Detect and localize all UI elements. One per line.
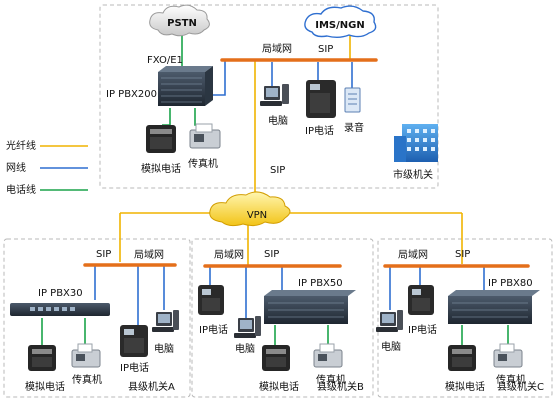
hq-ip-phone-label: IP电话 bbox=[305, 124, 334, 137]
site-a-pbx-label: IP PBX30 bbox=[38, 288, 83, 299]
site-a-fax-icon bbox=[71, 343, 101, 368]
site-b-fax-label: 传真机 bbox=[316, 373, 346, 386]
site-b-site-label: 县级机关B bbox=[317, 380, 364, 393]
site-b-pbx-label: IP PBX50 bbox=[298, 278, 343, 289]
hq-computer-icon bbox=[260, 84, 289, 106]
hq-lan-label: 局域网 bbox=[262, 42, 292, 55]
site-b-ip-phone-label: IP电话 bbox=[199, 323, 228, 336]
site-c-fax-label: 传真机 bbox=[496, 373, 526, 386]
hq-fax-label: 传真机 bbox=[188, 157, 218, 170]
site-b-analog-phone-icon bbox=[262, 345, 290, 371]
site-b-lan-label: 局域网 bbox=[214, 248, 244, 261]
site-c-pbx-label: IP PBX80 bbox=[488, 278, 533, 289]
site-b-computer-icon bbox=[234, 316, 261, 338]
site-c-computer-icon bbox=[376, 310, 403, 332]
ip-pbx80-device bbox=[448, 290, 540, 324]
site-c-fax-icon bbox=[493, 343, 523, 368]
site-b-fax-icon bbox=[313, 343, 343, 368]
hq-analog-phone-label: 模拟电话 bbox=[141, 162, 181, 175]
legend: 光纤线 网线 电话线 bbox=[6, 139, 88, 196]
hq-ip-phone-icon bbox=[306, 80, 336, 118]
site-a-ip-phone-label: IP电话 bbox=[120, 361, 149, 374]
site-a-sip-label: SIP bbox=[96, 249, 111, 260]
site-c-ip-phone-label: IP电话 bbox=[408, 323, 437, 336]
ims-ngn-label: IMS/NGN bbox=[315, 20, 364, 31]
city-office-building-icon bbox=[394, 124, 438, 162]
vpn-label: VPN bbox=[247, 210, 267, 221]
site-c-lan-label: 局域网 bbox=[398, 248, 428, 261]
site-a-computer-icon bbox=[152, 310, 179, 332]
site-a-region-box bbox=[3, 238, 191, 398]
legend-network-label: 网线 bbox=[6, 161, 26, 174]
site-c-sip-label: SIP bbox=[455, 249, 470, 260]
site-c-analog-phone-label: 模拟电话 bbox=[445, 380, 485, 393]
hq-analog-phone-icon bbox=[146, 125, 176, 153]
site-c-analog-phone-icon bbox=[448, 345, 476, 371]
ip-pbx50-device bbox=[264, 290, 356, 324]
site-a-analog-phone-icon bbox=[28, 345, 56, 371]
site-b-region-box bbox=[191, 238, 374, 398]
legend-phone-label: 电话线 bbox=[6, 183, 36, 196]
ip-pbx200-device bbox=[158, 66, 213, 106]
ip-pbx30-device bbox=[10, 303, 110, 316]
site-a-computer-label: 电脑 bbox=[154, 342, 174, 355]
site-c-computer-label: 电脑 bbox=[381, 340, 401, 353]
ims-ngn-cloud bbox=[304, 5, 377, 38]
fiber-links bbox=[119, 22, 463, 265]
hq-sip-label: SIP bbox=[318, 44, 333, 55]
city-office-label: 市级机关 bbox=[393, 168, 433, 181]
recorder-label: 录音 bbox=[344, 121, 364, 134]
site-a-ip-phone-icon bbox=[120, 325, 148, 357]
site-a-fax-label: 传真机 bbox=[72, 373, 102, 386]
site-b-computer-label: 电脑 bbox=[235, 342, 255, 355]
site-c-site-label: 县级机关C bbox=[497, 380, 544, 393]
pstn-cloud bbox=[149, 4, 210, 37]
recorder-icon bbox=[344, 87, 361, 113]
site-b-ip-phone-icon bbox=[198, 285, 224, 315]
site-c-region-box bbox=[377, 238, 553, 398]
vpn-cloud bbox=[209, 191, 291, 227]
hq-fax-icon bbox=[189, 123, 221, 149]
network-links bbox=[94, 60, 485, 325]
ip-pbx200-label: IP PBX200 bbox=[106, 89, 157, 100]
hq-vpn-sip-label: SIP bbox=[270, 165, 285, 176]
legend-fiber-label: 光纤线 bbox=[6, 139, 36, 152]
site-a-site-label: 县级机关A bbox=[128, 380, 175, 393]
fxo-e1-label: FXO/E1 bbox=[147, 55, 183, 66]
site-c-ip-phone-icon bbox=[408, 285, 434, 315]
site-b-analog-phone-label: 模拟电话 bbox=[259, 380, 299, 393]
site-a-lan-label: 局域网 bbox=[134, 248, 164, 261]
pstn-label: PSTN bbox=[167, 18, 197, 29]
site-a-analog-phone-label: 模拟电话 bbox=[25, 380, 65, 393]
site-b-sip-label: SIP bbox=[264, 249, 279, 260]
hq-computer-label: 电脑 bbox=[268, 114, 288, 127]
